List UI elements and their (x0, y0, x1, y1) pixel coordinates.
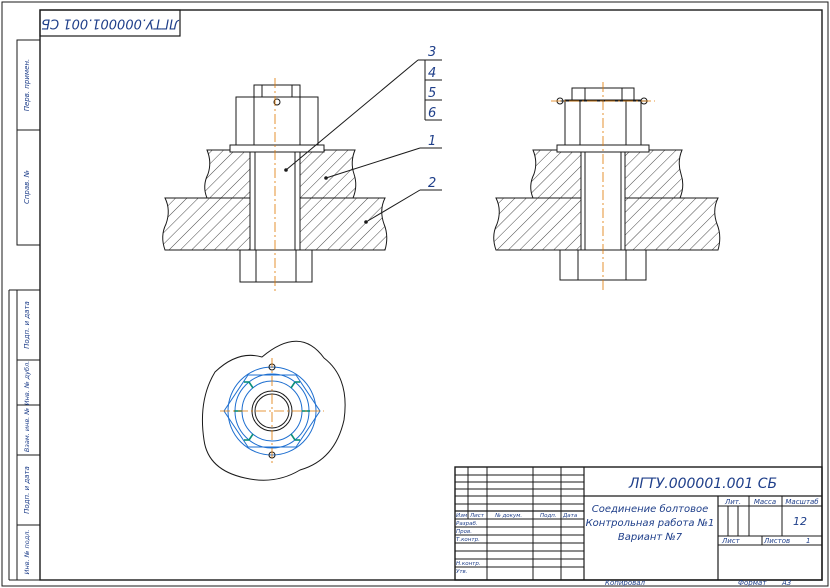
lit-label: Лит. (724, 498, 741, 506)
title-name-line-3: Вариант №7 (618, 532, 683, 543)
title-block: ЛГТУ.000001.001 СБ Соединение болтовое К… (454, 466, 823, 581)
role-tech-control: Т.контр. (456, 537, 480, 543)
title-name-line-2: Контрольная работа №1 (586, 517, 715, 529)
title-name-line-1: Соединение болтовое (592, 503, 709, 515)
strip-label-replace-inv: Взам. инв. № (23, 408, 31, 452)
section-view-left (162, 78, 388, 292)
sheets-label: Листов (763, 537, 790, 545)
format-label: Формат (738, 579, 767, 587)
format-value: А3 (781, 579, 791, 587)
col-header-sheet: Лист (469, 513, 485, 519)
role-approved: Утв. (456, 569, 468, 575)
strip-label-sign-date-2: Подп. и дата (23, 466, 31, 514)
mass-label: Масса (754, 498, 776, 506)
role-developer: Разраб. (456, 521, 478, 527)
callout-2: 2 (428, 176, 436, 191)
callout-leaders: 3 4 5 6 1 2 (284, 45, 442, 224)
col-header-sign: Подп. (540, 513, 557, 519)
role-checker: Пров. (456, 529, 472, 535)
rotated-code-box: ЛГТУ.000001.001 СБ (39, 9, 181, 37)
callout-5: 5 (428, 86, 436, 101)
callout-3: 3 (428, 45, 436, 60)
title-block-code: ЛГТУ.000001.001 СБ (628, 476, 777, 492)
col-header-change: Изм (456, 513, 467, 519)
sheet-label: Лист (721, 537, 741, 545)
strip-label-sign-date-1: Подп. и дата (23, 301, 31, 349)
sheets-value: 1 (806, 537, 810, 545)
strip-label-dup-inv: Инв. № дубл. (23, 361, 31, 405)
col-header-date: Дата (562, 513, 578, 519)
left-binding-strip: Перв. примен. Справ. № Подп. и дата Инв.… (8, 39, 41, 581)
col-header-doc-no: № докум. (494, 513, 522, 519)
callout-1: 1 (428, 134, 436, 149)
callout-4: 4 (428, 66, 436, 81)
rotated-code-text: ЛГТУ.000001.001 СБ (41, 16, 180, 31)
scale-label: Масштаб (785, 498, 819, 506)
scale-value: 12 (793, 515, 807, 528)
callout-6: 6 (428, 106, 436, 121)
section-view-right (493, 82, 721, 290)
copied-label: Копировал (605, 579, 646, 587)
strip-label-orig-inv: Инв. № подл. (23, 530, 31, 575)
role-norm-control: Н.контр. (456, 561, 481, 567)
top-view (201, 340, 346, 481)
strip-label-first-use: Перв. примен. (23, 59, 31, 112)
strip-label-reference: Справ. № (23, 170, 31, 204)
